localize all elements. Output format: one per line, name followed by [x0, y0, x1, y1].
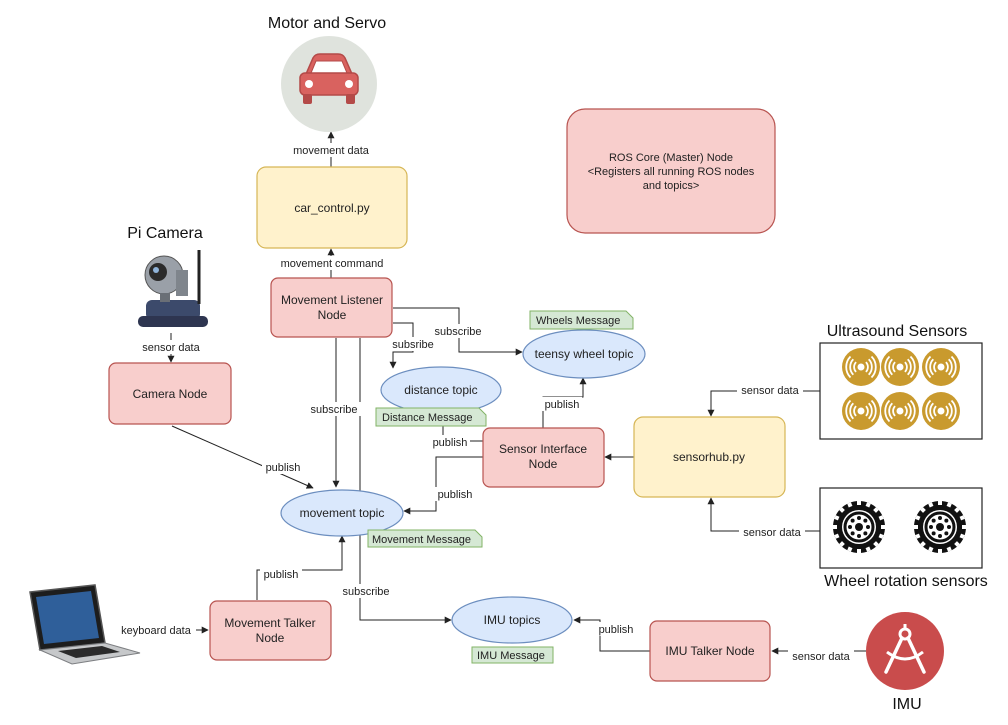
wheel-sensors-title: Wheel rotation sensors [824, 573, 988, 590]
label-sensor-data-camera: sensor data [142, 342, 200, 354]
wheel-icon [833, 501, 885, 553]
camera-node[interactable] [108, 362, 232, 425]
car-control-label: car_control.py [294, 201, 369, 215]
label-publish-distance: publish [433, 437, 468, 449]
teensy-wheel-topic-label: teensy wheel topic [535, 347, 634, 361]
label-publish-imu: publish [599, 624, 634, 636]
car-icon [281, 36, 377, 132]
label-publish-movement-sensor: publish [438, 489, 473, 501]
label-publish-talker: publish [264, 569, 299, 581]
ros-core-label-1: ROS Core (Master) Node [609, 152, 733, 164]
distance-topic-label: distance topic [404, 383, 477, 397]
motor-title: Motor and Servo [268, 15, 386, 32]
label-publish-camera: publish [266, 462, 301, 474]
ros-core-label-3: and topics> [643, 180, 700, 192]
laptop-icon [29, 584, 141, 665]
label-subscribe-movement: subscribe [310, 404, 357, 416]
sensor-interface-node[interactable] [482, 427, 605, 488]
movement-listener-label-1: Movement Listener [281, 293, 383, 307]
imu-message-tag [471, 646, 554, 664]
movement-listener-node[interactable] [270, 277, 393, 338]
wheel-icon [914, 501, 966, 553]
distance-message-tag [375, 407, 487, 427]
edge-listener-to-imu-topic [359, 338, 452, 624]
movement-message-label: Movement Message [372, 534, 471, 546]
edge-labels: movement data movement command sensor da… [116, 143, 854, 663]
movement-topic-label: movement topic [300, 506, 385, 520]
label-movement-command: movement command [281, 258, 384, 270]
movement-listener-label-2: Node [318, 308, 347, 322]
ultrasound-sensor-icon [881, 392, 919, 430]
camera-node-label: Camera Node [133, 387, 208, 401]
ros-core-node[interactable] [566, 108, 776, 234]
label-subsribe-distance: subsribe [392, 339, 434, 351]
movement-topic[interactable] [280, 489, 404, 537]
movement-talker-label-2: Node [256, 631, 285, 645]
movement-message-tag [367, 529, 483, 548]
imu-talker-label: IMU Talker Node [665, 644, 754, 658]
label-sensor-data-ultrasound: sensor data [741, 385, 799, 397]
imu-talker-node[interactable] [649, 620, 771, 682]
ultrasound-sensor-icon [922, 392, 960, 430]
label-keyboard-data: keyboard data [121, 625, 192, 637]
ultrasound-sensor-icon [922, 348, 960, 386]
label-publish-teensy: publish [545, 399, 580, 411]
camera-title: Pi Camera [127, 225, 203, 242]
compass-icon [866, 612, 944, 690]
sensorhub-node[interactable] [633, 416, 786, 498]
imu-title: IMU [892, 696, 921, 713]
sensorhub-label: sensorhub.py [673, 450, 745, 464]
ultrasound-sensor-icons [842, 348, 960, 430]
edge-listener-to-distance [389, 322, 414, 369]
label-subscribe-wheel: subscribe [434, 326, 481, 338]
sensor-interface-label-1: Sensor Interface [499, 442, 587, 456]
ultrasound-sensor-icon [881, 348, 919, 386]
edge-camera-node-to-movement [171, 425, 314, 489]
camera-icon [138, 250, 208, 327]
imu-message-label: IMU Message [477, 650, 545, 662]
wheels-message-label: Wheels Message [536, 315, 620, 327]
movement-talker-label-1: Movement Talker [224, 616, 315, 630]
label-sensor-data-imu: sensor data [792, 651, 850, 663]
teensy-wheel-topic[interactable] [522, 329, 646, 379]
car-control-node[interactable] [256, 166, 408, 249]
label-sensor-data-wheels: sensor data [743, 527, 801, 539]
label-subscribe-imu: subscribe [342, 586, 389, 598]
sensor-interface-label-2: Node [529, 457, 558, 471]
ultrasound-sensor-icon [842, 348, 880, 386]
ultrasound-sensor-icon [842, 392, 880, 430]
distance-message-label: Distance Message [382, 412, 473, 424]
movement-talker-node[interactable] [209, 600, 332, 661]
label-movement-data: movement data [293, 145, 370, 157]
wheels-message-tag [529, 310, 634, 330]
edge-sensor-interface-to-movement [403, 456, 483, 515]
imu-topics[interactable] [451, 596, 573, 644]
imu-topics-label: IMU topics [484, 613, 541, 627]
ultrasound-title: Ultrasound Sensors [827, 323, 968, 340]
wheel-icons [833, 501, 966, 553]
ros-core-label-2: <Registers all running ROS nodes [588, 166, 755, 178]
